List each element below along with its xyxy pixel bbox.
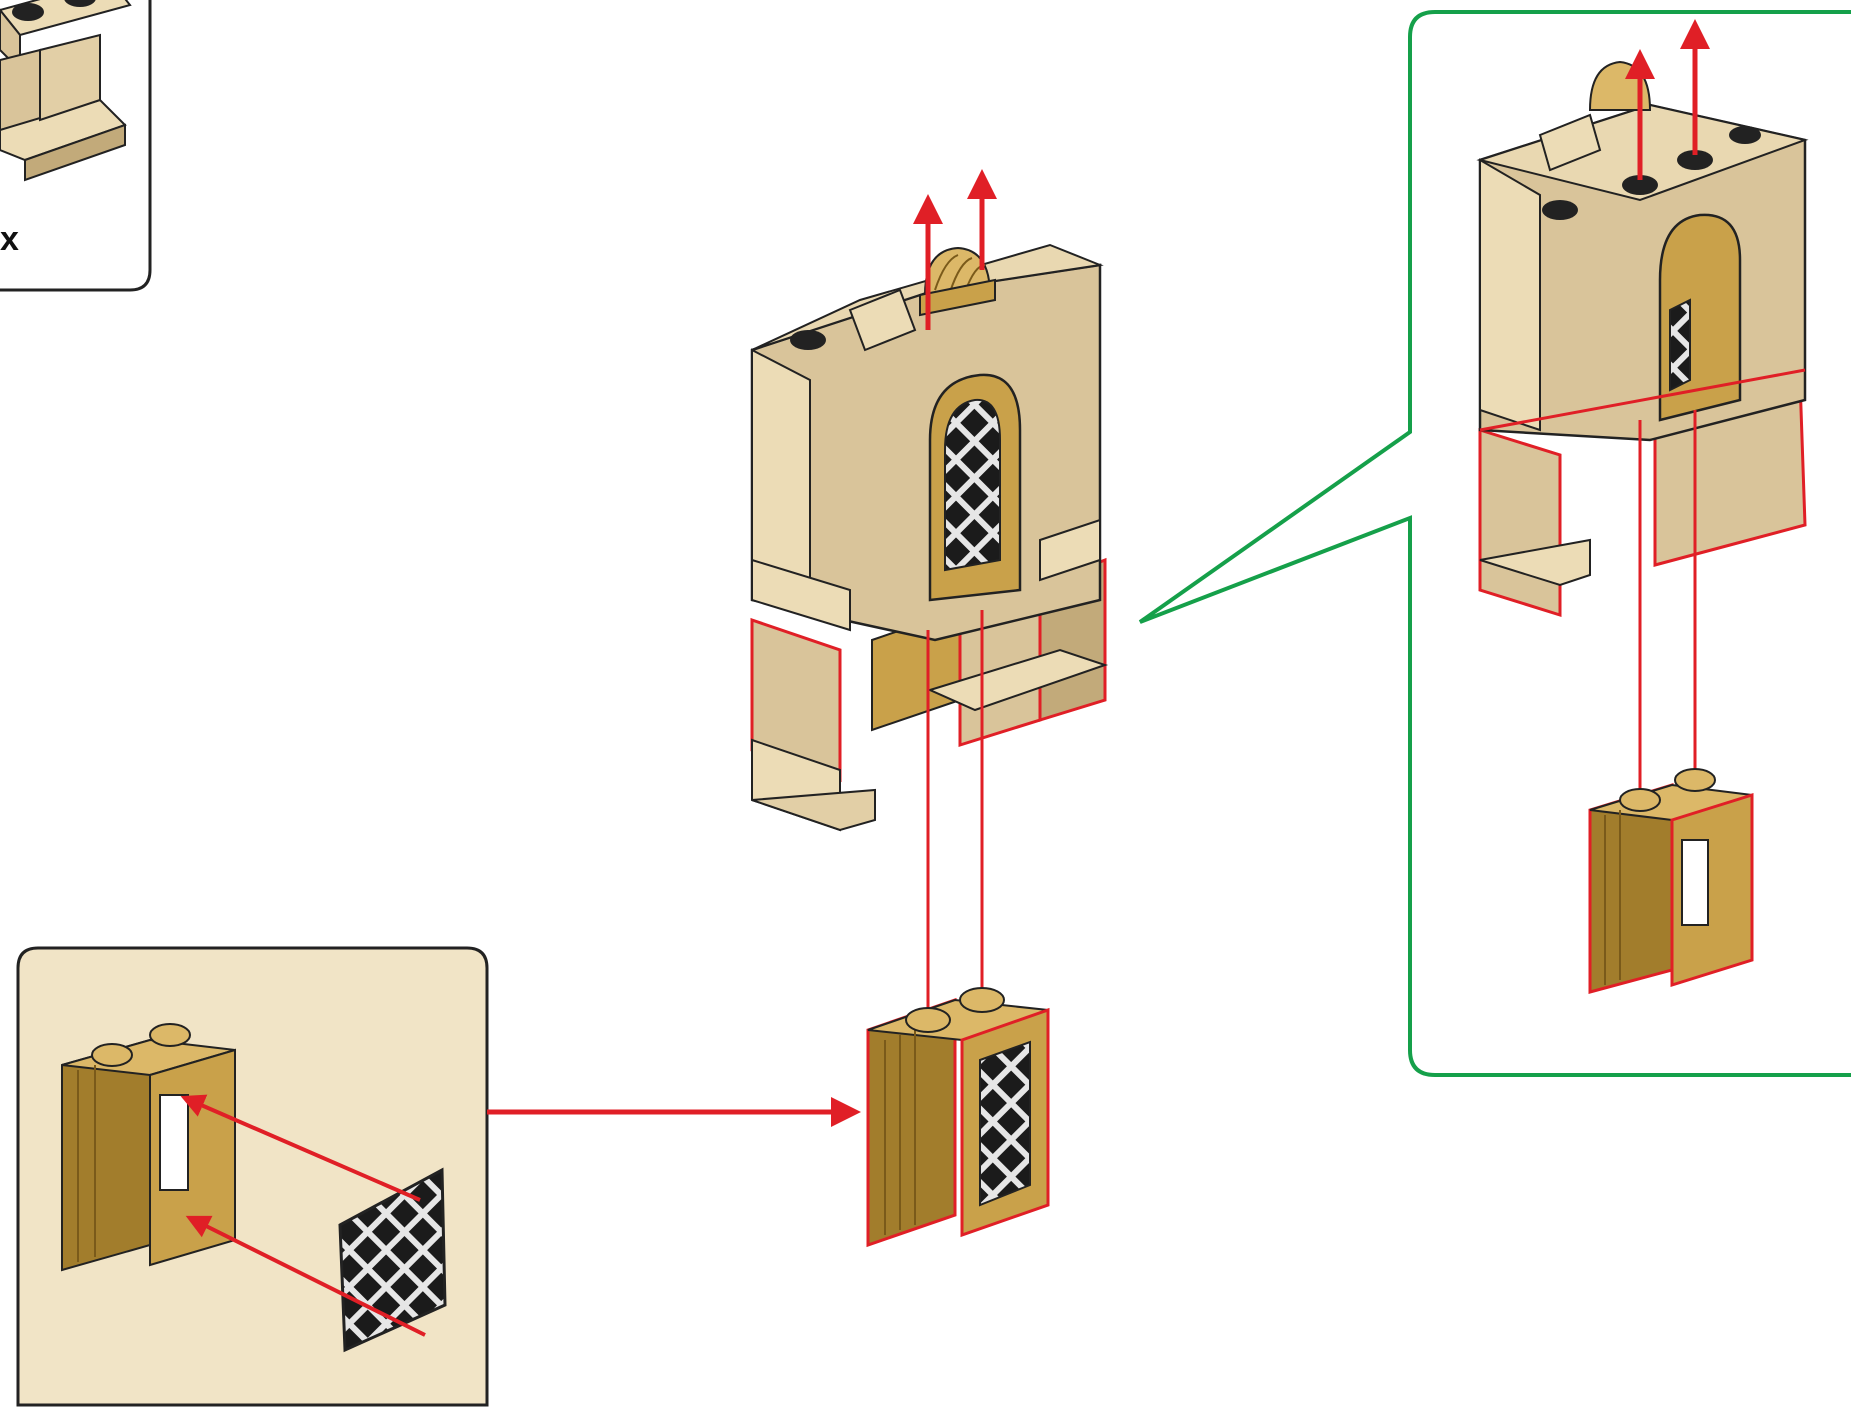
insert-arrow-top (180, 1094, 421, 1202)
arch-assembly (750, 169, 1109, 1010)
tan-brick-1x2-icon (0, 0, 132, 182)
zoom-callout (1138, 10, 1851, 1077)
upper-arch-section (750, 243, 1104, 642)
insert-arrow-bottom (185, 1215, 426, 1337)
zoom-window-frame (1588, 768, 1754, 994)
subassembly-panel (16, 946, 489, 1407)
window-with-lattice (866, 987, 1050, 1248)
parts-callout (0, 0, 152, 292)
parts-quantity-label: x (0, 220, 19, 258)
subassembly-window-frame (61, 1023, 236, 1272)
